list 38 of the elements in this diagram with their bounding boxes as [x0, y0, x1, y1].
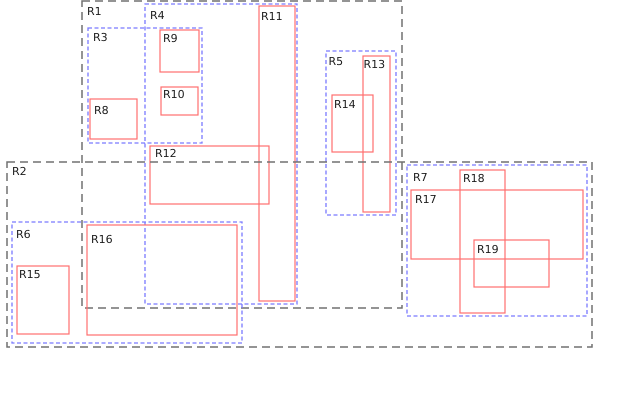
- region-label: R17: [415, 194, 437, 205]
- leaf-rectangle: [89, 98, 138, 140]
- region-label: R15: [19, 269, 41, 280]
- inner-bounding-box: [11, 221, 243, 344]
- inner-bounding-box: [87, 27, 203, 144]
- region-label: R18: [463, 173, 485, 184]
- region-label: R11: [261, 10, 283, 22]
- leaf-rectangle: [86, 224, 238, 336]
- leaf-rectangle: [331, 94, 374, 153]
- leaf-rectangle: [258, 5, 296, 302]
- region-label: R6: [16, 228, 31, 240]
- region-label: R2: [12, 166, 27, 177]
- inner-bounding-box: [325, 50, 397, 216]
- leaf-rectangle: [459, 169, 506, 314]
- region-label: R4: [150, 10, 165, 21]
- outer-bounding-box: [81, 0, 403, 309]
- region-label: R12: [155, 148, 177, 160]
- leaf-rectangle: [473, 239, 550, 288]
- region-label: R10: [163, 89, 185, 100]
- leaf-rectangle: [159, 29, 200, 73]
- inner-bounding-box: [144, 3, 298, 305]
- leaf-rectangle: [149, 145, 270, 205]
- region-label: R9: [163, 33, 178, 44]
- leaf-rectangle: [16, 265, 70, 335]
- outer-bounding-box: [6, 161, 593, 348]
- region-label: R19: [477, 244, 499, 255]
- region-label: R16: [91, 234, 113, 246]
- region-label: R13: [364, 58, 386, 70]
- region-label: R5: [328, 56, 344, 68]
- leaf-rectangle: [362, 55, 391, 213]
- region-label: R1: [87, 6, 102, 17]
- region-label: R3: [93, 32, 108, 43]
- region-label: R7: [413, 172, 428, 183]
- leaf-rectangle: [160, 86, 199, 116]
- region-label: R14: [334, 98, 356, 110]
- leaf-rectangle: [410, 189, 584, 260]
- inner-bounding-box: [406, 164, 588, 317]
- region-label: R8: [94, 104, 109, 116]
